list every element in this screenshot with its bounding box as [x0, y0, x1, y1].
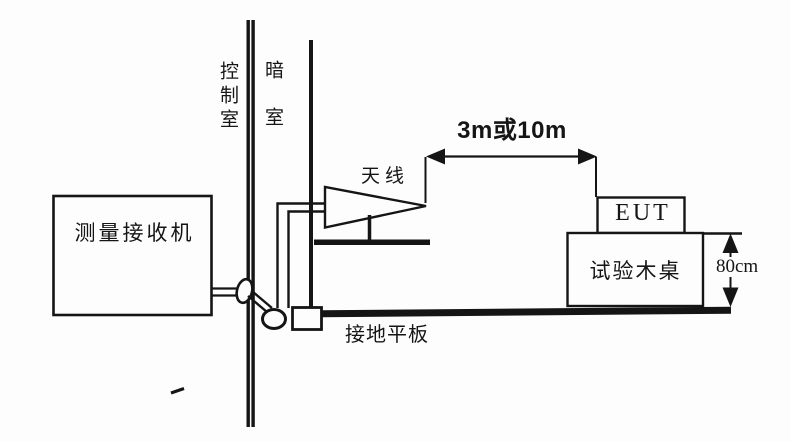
antenna-mast — [309, 40, 313, 307]
receiver-label: 测量接收机 — [74, 221, 195, 245]
wall-line-left — [246, 20, 250, 427]
eut-box — [596, 196, 686, 235]
antenna-shelf — [314, 239, 430, 245]
antenna-cable-outer — [276, 202, 325, 308]
arrowhead-left-icon — [426, 148, 445, 165]
test-table-label: 试验木桌 — [589, 259, 682, 283]
receiver-box — [52, 194, 213, 317]
scan-artifact — [170, 386, 185, 395]
distance-label: 3m或10m — [457, 117, 567, 144]
ground-plane-label: 接地平板 — [345, 324, 429, 346]
antenna-cable-inner — [287, 210, 325, 308]
wall-line-right — [251, 20, 255, 427]
table-height-label: 80cm — [714, 256, 761, 277]
cable-diagonal — [247, 291, 273, 313]
arrowhead-down-icon — [722, 287, 739, 307]
receiver-cable — [211, 287, 240, 297]
shielded-wall — [246, 20, 255, 427]
antenna-label: 天线 — [361, 166, 410, 187]
ground-connector — [261, 308, 287, 330]
arrowhead-right-icon — [578, 148, 597, 165]
eut-label: EUT — [615, 200, 671, 226]
dark-room-label: 暗室 — [261, 60, 283, 154]
distance-dimension — [424, 148, 597, 203]
ground-plane-bar — [321, 306, 732, 318]
antenna-horn — [323, 185, 427, 229]
junction-box — [291, 306, 323, 331]
arrowhead-up-icon — [722, 233, 739, 253]
test-table-box — [566, 231, 705, 308]
control-room-label: 控制室 — [216, 61, 238, 133]
